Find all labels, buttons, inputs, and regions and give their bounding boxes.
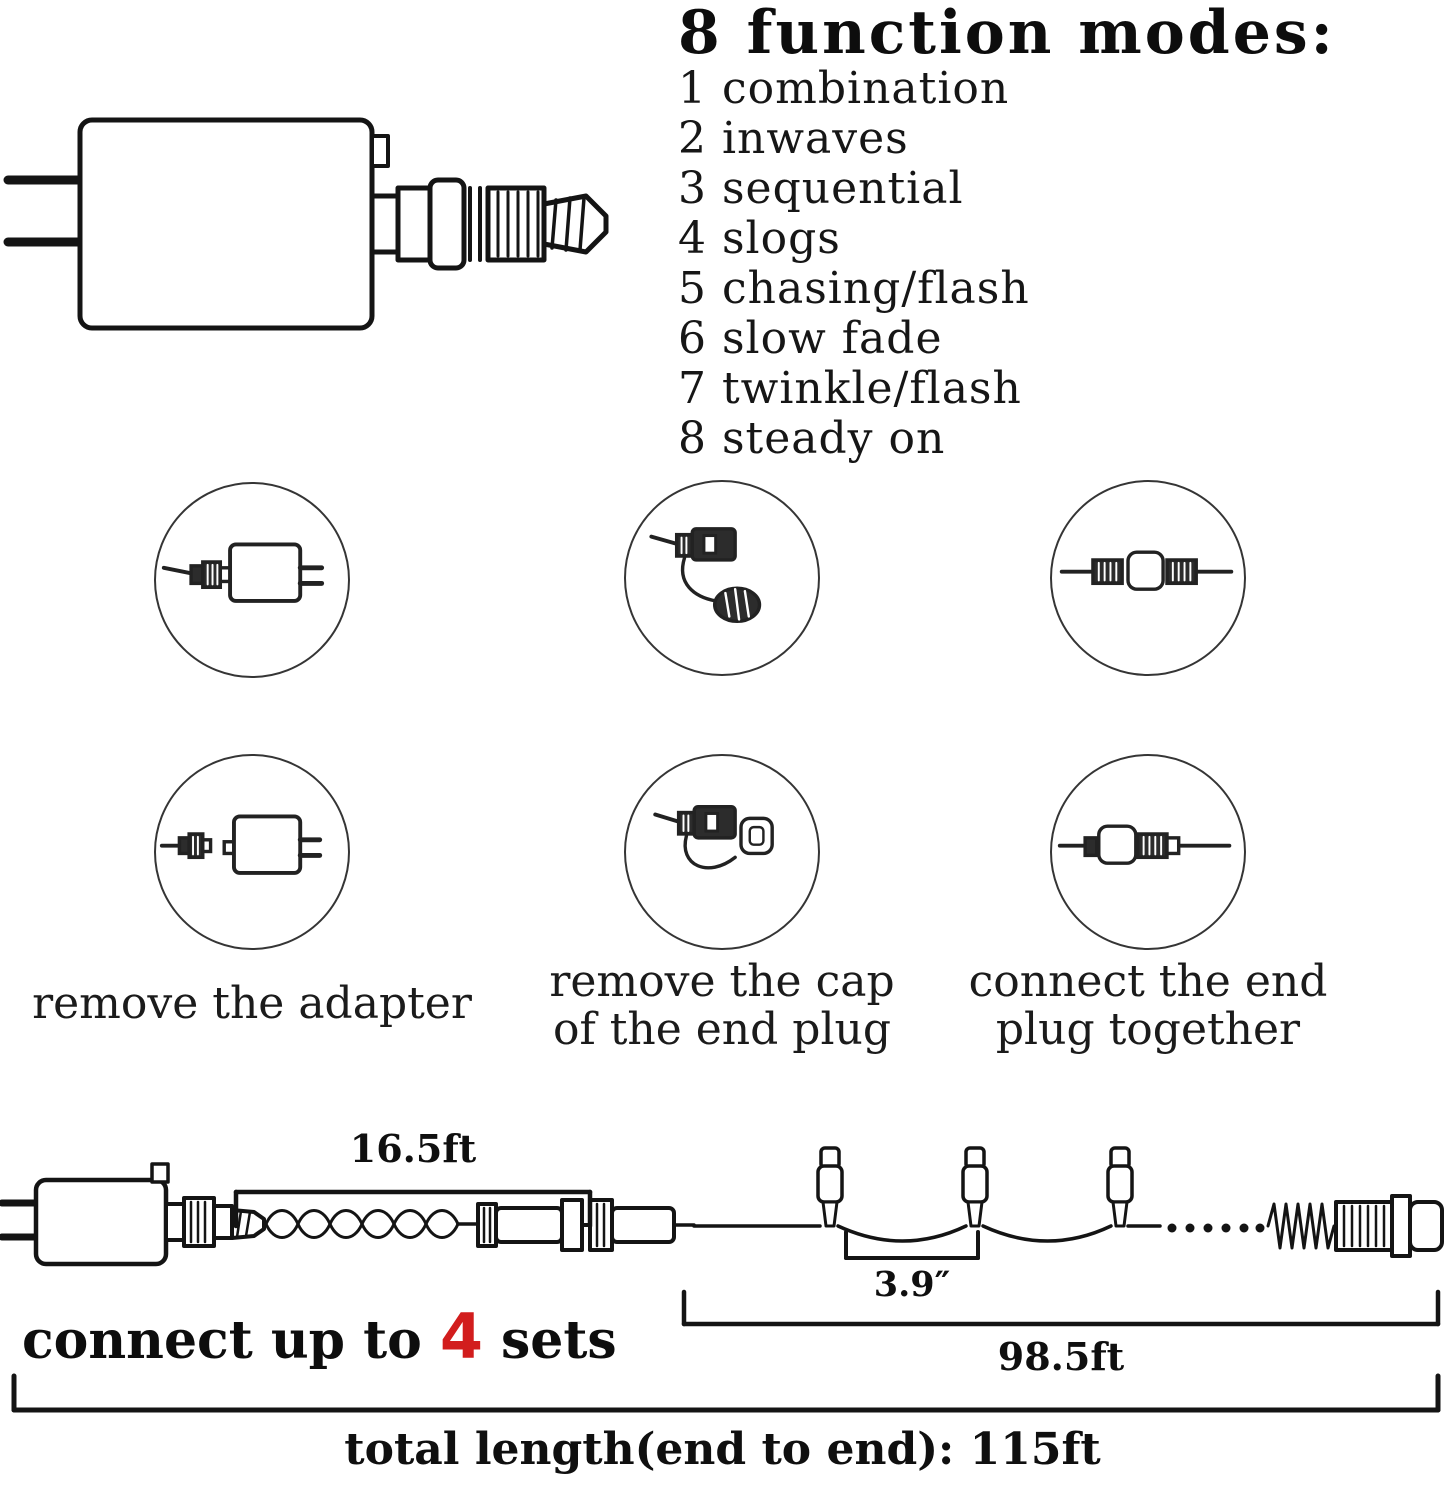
power-adapter-illustration bbox=[3, 117, 609, 331]
connect-sets-label: connect up to 4 sets bbox=[22, 1300, 617, 1373]
function-mode-item: 2 inwaves bbox=[678, 113, 909, 164]
step-circle-adapter-attached bbox=[154, 482, 350, 678]
step-circle-plugs-connected bbox=[1050, 754, 1246, 950]
function-mode-item: 4 slogs bbox=[678, 213, 841, 264]
step-circle-end-plug-cap bbox=[624, 480, 820, 676]
connect-count: 4 bbox=[439, 1300, 483, 1373]
step-circle-adapter-removed bbox=[154, 754, 350, 950]
total-length-label: total length(end to end): 115ft bbox=[344, 1424, 1101, 1475]
caption-line: remove the cap bbox=[549, 956, 895, 1007]
caption-line: remove the adapter bbox=[32, 978, 472, 1029]
function-mode-item: 3 sequential bbox=[678, 163, 964, 214]
step-circle-plugs-apart bbox=[1050, 480, 1246, 676]
step-caption-remove-adapter: remove the adapter bbox=[17, 980, 487, 1028]
caption-line: plug together bbox=[995, 1004, 1301, 1055]
bulb-spacing-label: 3.9″ bbox=[873, 1264, 951, 1305]
step-circle-cap-removed bbox=[624, 754, 820, 950]
step-caption-remove-cap: remove the cap of the end plug bbox=[487, 958, 957, 1054]
function-mode-item: 8 steady on bbox=[678, 413, 946, 464]
connect-sets-suffix: sets bbox=[500, 1310, 617, 1371]
function-modes-title: 8 function modes: bbox=[678, 0, 1336, 68]
function-mode-item: 5 chasing/flash bbox=[678, 263, 1030, 314]
string-length-label: 98.5ft bbox=[997, 1334, 1125, 1379]
connect-sets-prefix: connect up to bbox=[22, 1310, 422, 1371]
lead-length-label: 16.5ft bbox=[349, 1126, 477, 1171]
function-mode-item: 1 combination bbox=[678, 63, 1010, 114]
caption-line: connect the end bbox=[968, 956, 1328, 1007]
function-mode-item: 6 slow fade bbox=[678, 313, 943, 364]
function-mode-item: 7 twinkle/flash bbox=[678, 363, 1022, 414]
function-modes-list: 8 function modes: 1 combination 2 inwave… bbox=[678, 2, 1378, 464]
caption-line: of the end plug bbox=[552, 1004, 892, 1055]
string-light-diagram bbox=[0, 1146, 1444, 1413]
step-caption-connect-plugs: connect the end plug together bbox=[913, 958, 1383, 1054]
